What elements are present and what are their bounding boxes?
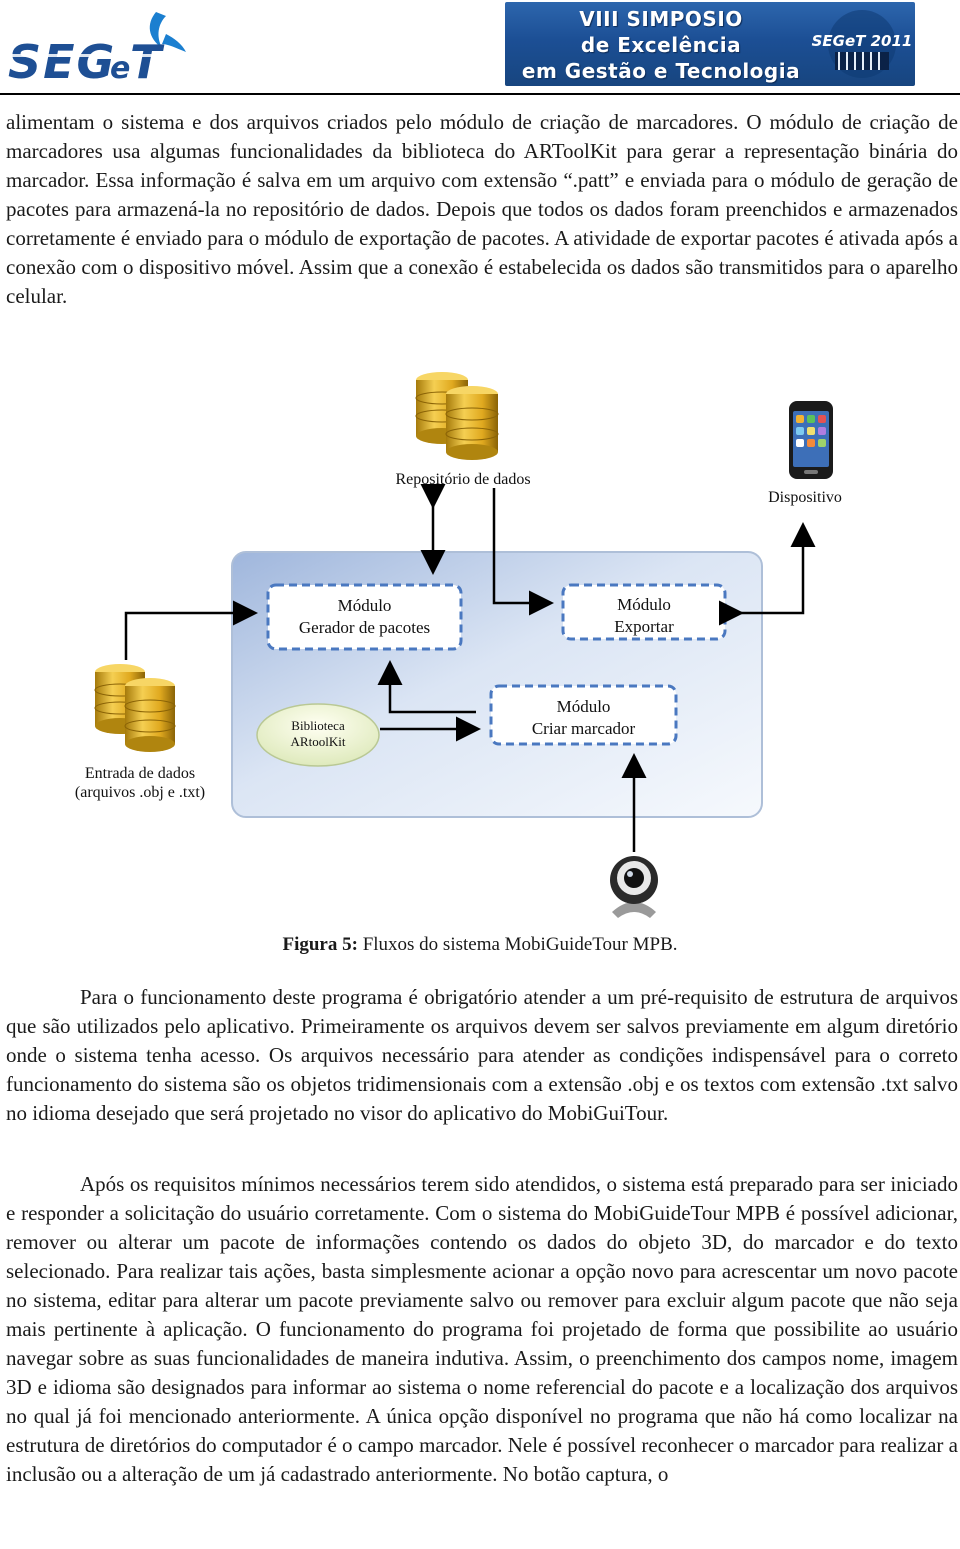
module-marker-text: Módulo Criar marcador (491, 696, 676, 740)
module-export-line-2: Exportar (614, 617, 674, 636)
repository-label: Repositório de dados (395, 471, 531, 488)
mobile-phone-icon (789, 401, 833, 479)
module-marker-line-2: Criar marcador (531, 719, 636, 738)
export-device-arrow (719, 522, 816, 626)
system-flow-diagram (94, 372, 833, 918)
webcam-icon (610, 856, 658, 918)
module-marker-line-1: Módulo (556, 697, 611, 716)
body-paragraph-3: Após os requisitos mínimos necessários t… (6, 1172, 958, 1486)
svg-text:SEG: SEG (8, 35, 116, 89)
seget-2011-logo: SEGeT 2011 (812, 10, 912, 78)
module-generator-box (266, 583, 463, 651)
module-export-box (561, 583, 727, 641)
svg-text:T: T (130, 35, 165, 89)
body-paragraph-2: Para o funcionamento deste programa é ob… (6, 985, 958, 1125)
module-marker-box (489, 684, 678, 746)
input-data-label: Entrada de dados (arquivos .obj e .txt) (54, 764, 226, 802)
module-generator-line-1: Módulo (337, 596, 392, 615)
library-line-1: Biblioteca (291, 718, 345, 733)
marker-generator-arrow (377, 660, 476, 714)
body-paragraph-1: alimentam o sistema e dos arquivos criad… (6, 110, 958, 308)
input-generator-arrow (124, 600, 258, 660)
figure-caption: Figura 5: Fluxos do sistema MobiGuideTou… (0, 933, 960, 957)
module-export-line-1: Módulo (617, 595, 671, 614)
repository-database-icon (415, 372, 499, 460)
banner-line-3: em Gestão e Tecnologia (521, 59, 801, 83)
module-generator-text: Módulo Gerador de pacotes (268, 595, 461, 639)
input-database-icon (94, 664, 176, 752)
seget-logo: SEG e T (6, 4, 196, 89)
library-text: Biblioteca ARtoolKit (258, 718, 378, 750)
repo-export-arrow (492, 488, 554, 616)
header-rule (0, 93, 960, 95)
module-generator-line-2: Gerador de pacotes (298, 618, 431, 637)
module-export-text: Módulo Exportar (563, 594, 725, 638)
banner-line-2: de Excelência (580, 33, 742, 57)
device-label: Dispositivo (768, 489, 842, 506)
svg-text:SEGeT 2011: SEGeT 2011 (812, 32, 913, 50)
library-line-2: ARtoolKit (290, 734, 346, 749)
input-data-line-1: Entrada de dados (84, 765, 196, 782)
svg-text:e: e (110, 51, 130, 86)
library-ellipse (256, 703, 380, 767)
symposium-banner: VIII SIMPOSIO de Excelência em Gestão e … (505, 2, 915, 86)
figure-caption-text: Fluxos do sistema MobiGuideTour MPB. (357, 934, 678, 955)
input-data-line-2: (arquivos .obj e .txt) (74, 784, 206, 801)
banner-line-1: VIII SIMPOSIO (579, 7, 743, 31)
figure-caption-label: Figura 5: (282, 934, 358, 955)
